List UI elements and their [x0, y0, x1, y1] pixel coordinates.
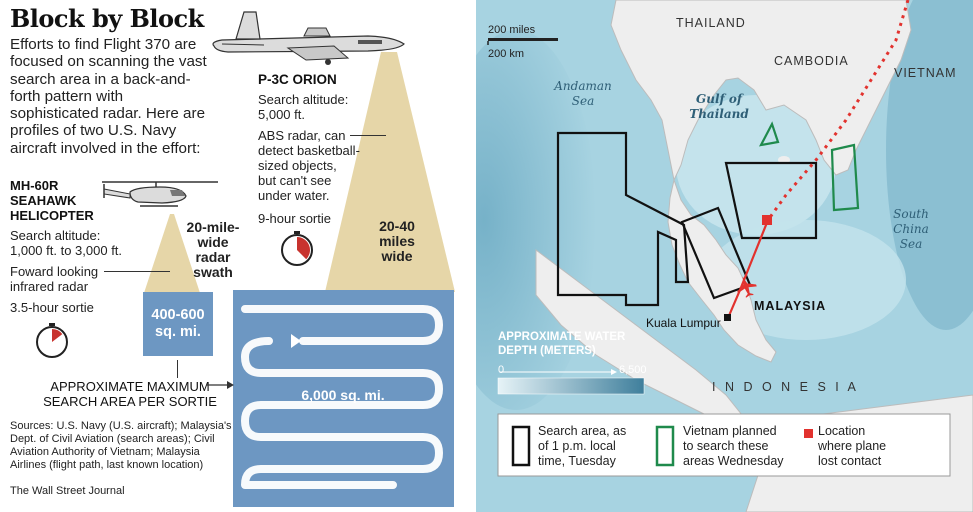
depth-min: 0: [498, 364, 505, 376]
helicopter-sortie: 3.5-hour sortie: [10, 300, 94, 315]
depth-max: 6,500: [619, 364, 647, 376]
intro-text: Efforts to find Flight 370 are focused o…: [10, 36, 207, 157]
flight-path-solid: [726, 219, 770, 319]
legend-search-swatch: [511, 425, 531, 467]
label-thailand: THAILAND: [676, 16, 746, 30]
search-pattern-arrows: [241, 305, 443, 489]
helicopter-name: MH-60R SEAHAWK HELICOPTER: [10, 178, 94, 223]
orion-area-value: 6,000 sq. mi.: [301, 387, 385, 403]
vietnam-planned-areas: [758, 121, 860, 212]
legend-contact-swatch: [804, 429, 813, 438]
orion-radar: ABS radar, can detect basketball- sized …: [258, 128, 360, 203]
helicopter-area-value: 400-600: [151, 307, 205, 323]
airplane-icon: [737, 276, 757, 298]
scale-km: 200 km: [488, 48, 525, 60]
label-vietnam: VIETNAM: [894, 66, 957, 80]
p3c-orion-airplane-icon: [212, 11, 405, 65]
helicopter-altitude: Search altitude: 1,000 ft. to 3,000 ft.: [10, 228, 123, 258]
legend-vietnam-text: Vietnam planned to search these areas We…: [683, 424, 784, 468]
orion-name: P-3C ORION: [258, 72, 337, 87]
label-indonesia: I N D O N E S I A: [712, 380, 859, 394]
sources-text: Sources: U.S. Navy (U.S. aircraft); Mala…: [10, 420, 232, 471]
lost-contact-marker: [762, 215, 772, 225]
map-canvas: [476, 0, 973, 512]
search-area-map: 200 miles 200 km THAILAND CAMBODIA VIETN…: [476, 0, 973, 512]
legend-box: [497, 413, 951, 477]
max-area-arrow-icon: [206, 381, 234, 389]
orion-radar-pointer: [350, 135, 386, 136]
helicopter-sortie-clock-icon: [36, 323, 68, 358]
label-kuala-lumpur: Kuala Lumpur: [646, 316, 721, 330]
depth-legend-title: APPROXIMATE WATER DEPTH (METERS): [498, 331, 626, 357]
helicopter-search-area-block: 400-600 sq. mi.: [143, 292, 213, 356]
infographic-panel: Block by Block Efforts to find Flight 37…: [0, 0, 470, 512]
orion-sortie: 9-hour sortie: [258, 211, 331, 226]
helicopter-radar-beam: [143, 214, 201, 296]
label-cambodia: CAMBODIA: [774, 54, 849, 68]
flight-path-dotted: [766, 0, 910, 221]
depth-gradient-bar: [497, 377, 645, 395]
orion-sortie-clock-icon: [281, 231, 313, 266]
label-malaysia: MALAYSIA: [754, 299, 827, 313]
label-south-china-sea: South China Sea: [893, 207, 929, 251]
max-area-label: APPROXIMATE MAXIMUM SEARCH AREA PER SORT…: [43, 379, 217, 409]
max-area-pointer-line: [177, 360, 178, 378]
label-gulf-of-thailand: Gulf of Thailand: [689, 92, 749, 121]
helicopter-swath-label: 20-mile- wide radar swath: [186, 219, 240, 280]
orion-radar-beam: [325, 52, 455, 292]
kuala-lumpur-marker: [724, 314, 731, 321]
label-andaman-sea: Andaman Sea: [554, 79, 612, 108]
page-title: Block by Block: [10, 4, 204, 33]
legend-vietnam-swatch: [655, 425, 675, 467]
helicopter-radar: Foward looking infrared radar: [10, 264, 99, 294]
legend-search-text: Search area, as of 1 p.m. local time, Tu…: [538, 424, 627, 468]
legend-contact-text: Location where plane lost contact: [818, 424, 887, 468]
orion-altitude: Search altitude: 5,000 ft.: [258, 92, 349, 122]
credit-text: The Wall Street Journal: [10, 485, 125, 497]
orion-search-area-block: 6,000 sq. mi.: [233, 290, 454, 507]
helicopter-radar-pointer: [104, 271, 170, 272]
orion-width-label: 20-40 miles wide: [379, 218, 415, 264]
scale-miles: 200 miles: [488, 24, 536, 36]
helicopter-area-unit: sq. mi.: [155, 324, 201, 340]
mh60r-helicopter-icon: [102, 181, 218, 207]
malay-peninsula: [667, 178, 777, 363]
